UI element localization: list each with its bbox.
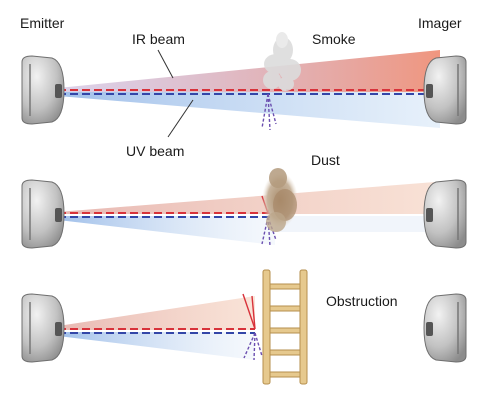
smoke-cloud-icon — [263, 32, 301, 91]
imager-device-icon — [423, 179, 467, 249]
uv-beam-wedge — [58, 216, 275, 245]
obstruction-label: Obstruction — [326, 293, 398, 309]
uv-beam-leader — [167, 99, 194, 138]
obstruction-scatter — [242, 293, 263, 361]
ir-beam-label: IR beam — [132, 31, 185, 47]
emitter-device-icon — [21, 179, 65, 249]
row-obstruction — [21, 269, 467, 385]
dust-label: Dust — [311, 152, 340, 168]
ir-beam-wedge — [58, 296, 255, 330]
uv-beam-label: UV beam — [126, 143, 184, 159]
row-dust — [21, 168, 467, 249]
imager-device-icon — [423, 55, 467, 125]
row-smoke — [21, 32, 467, 138]
uv-beam-wedge — [58, 92, 440, 128]
ir-beam-wedge — [58, 50, 440, 92]
dust-cloud-icon — [262, 168, 298, 232]
emitter-device-icon — [21, 293, 65, 363]
uv-beam-wedge-faded — [275, 216, 460, 232]
smoke-scatter — [261, 93, 277, 131]
uv-beam-wedge — [58, 332, 255, 360]
smoke-label: Smoke — [312, 31, 356, 47]
imager-label: Imager — [418, 15, 462, 31]
emitter-label: Emitter — [20, 15, 65, 31]
ir-beam-leader — [157, 49, 174, 79]
ir-beam-wedge — [58, 180, 460, 214]
ladder-icon — [262, 269, 308, 385]
emitter-device-icon — [21, 55, 65, 125]
imager-device-icon — [423, 293, 467, 363]
